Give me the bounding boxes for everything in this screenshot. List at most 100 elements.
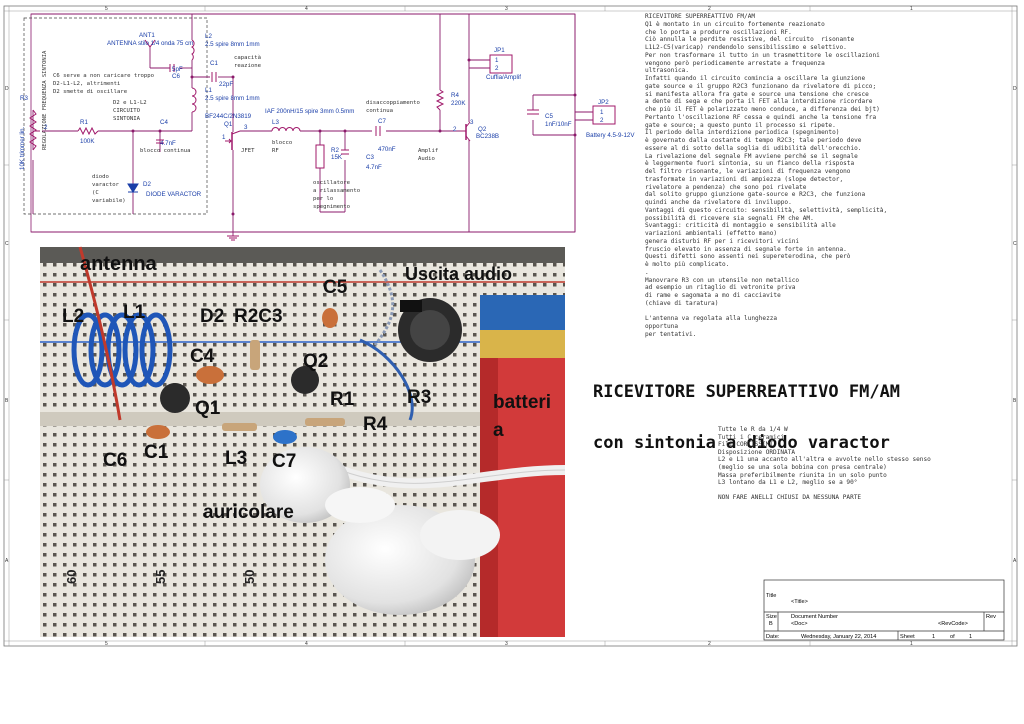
Q1-part: BF244C/2N3819 xyxy=(205,113,252,120)
R4-label: R4 xyxy=(451,92,459,99)
cap-reaction-1: capacità xyxy=(234,54,261,61)
JP2-pin2: 2 xyxy=(600,117,604,124)
R3-value: 10K trimmer lin. xyxy=(19,126,26,170)
tuning-dashed-box xyxy=(23,17,208,215)
L2-desc: 2.5 spire 8mm 1mm xyxy=(205,41,260,48)
Q1-label: Q1 xyxy=(224,121,233,128)
C1-value: 22pF xyxy=(219,81,233,88)
L2-label: L2 xyxy=(205,33,212,40)
C7-value: 470nF xyxy=(378,146,396,153)
dashed-box-label: REGOLAZIONE FREQUENZA SINTONIA xyxy=(42,50,48,150)
R4-value: 220K xyxy=(451,100,466,107)
C5-value: 1nF/10nF xyxy=(545,121,572,128)
photo-label-antenna: antenna xyxy=(80,253,158,275)
C4-label: C4 xyxy=(160,119,168,126)
L2-symbol xyxy=(190,39,195,61)
Q2-part: BC238B xyxy=(476,133,499,140)
R2-label: R2 xyxy=(331,147,339,154)
col-top-4: 4 xyxy=(305,6,308,12)
col-bottom-4: 4 xyxy=(305,641,308,647)
diode-note-4: variabile) xyxy=(92,198,126,204)
description-notes: RICEVITORE SUPERREATTIVO FM/AM Q1 è mont… xyxy=(645,13,888,338)
Q1-pin3: 3 xyxy=(244,124,248,131)
page-title-line-2: con sintonia a diodo varactor xyxy=(593,433,890,453)
tb-of-label: of xyxy=(950,634,955,640)
C3-label: C3 xyxy=(366,154,374,161)
C3-value: 4.7nF xyxy=(366,164,382,171)
C7-label: C7 xyxy=(378,118,386,125)
photo-label-L2: L2 xyxy=(62,306,84,327)
D2-desc: DIODE VARACTOR xyxy=(146,191,202,198)
C6-note-2: D2-L1-L2, altrimenti xyxy=(53,81,120,87)
ANT1-symbol xyxy=(144,39,156,48)
Q2-pin3: 3 xyxy=(470,119,474,126)
photo-label-C7: C7 xyxy=(272,451,296,472)
tb-rev-label: Rev xyxy=(986,614,996,620)
diode-note-3: (C xyxy=(92,190,99,196)
sheet-border xyxy=(3,5,1018,647)
col-bottom-1: 1 xyxy=(910,641,913,647)
tb-size-value: B xyxy=(769,621,773,627)
tb-title-value: <Title> xyxy=(791,599,808,605)
photo-row-55: 55 xyxy=(153,570,168,584)
JP1-pin1: 1 xyxy=(495,57,499,64)
tb-title-label: Title xyxy=(766,593,776,599)
row-left-B: B xyxy=(5,398,9,404)
col-bottom-5: 5 xyxy=(105,641,108,647)
circuit-note-3: SINTONIA xyxy=(113,116,141,122)
photo-label-Q2: Q2 xyxy=(303,351,328,372)
photo-label-L3: L3 xyxy=(225,448,247,469)
C5-label: C5 xyxy=(545,113,553,120)
L1-symbol xyxy=(191,87,197,113)
JP2-symbol xyxy=(592,105,616,125)
photo-label-L1: L1 xyxy=(123,302,146,323)
C6-note-3: D2 smette di oscillare xyxy=(53,89,128,95)
photo-label-uscita: Uscita audio xyxy=(405,264,512,284)
Q1-pin1: 1 xyxy=(222,134,226,141)
photo-label-C6: C6 xyxy=(103,450,127,471)
photo-label-R4: R4 xyxy=(363,414,388,435)
col-top-2: 2 xyxy=(708,6,711,12)
photo-label-D2: D2 xyxy=(200,306,224,327)
photo-label-C4: C4 xyxy=(190,346,215,367)
osc-note-4: spegnimento xyxy=(313,204,350,210)
JP2-label: JP2 xyxy=(598,99,609,106)
col-top-1: 1 xyxy=(910,6,913,12)
photo-label-batteria-1: batteri xyxy=(493,392,551,413)
tb-doc-label: Document Number xyxy=(791,614,838,620)
photo-label-R2C3: R2C3 xyxy=(234,306,283,327)
col-top-5: 5 xyxy=(105,6,108,12)
tb-date-value: Wednesday, January 22, 2014 xyxy=(801,634,876,640)
photo-label-auricolare: auricolare xyxy=(203,502,294,523)
osc-note-2: a rilassamento xyxy=(313,188,360,194)
osc-note-3: per lo xyxy=(313,196,333,202)
breadboard-photo xyxy=(40,246,566,637)
R3-pin: 2 xyxy=(44,124,48,131)
Q2-pin2: 2 xyxy=(453,126,457,133)
row-left-D: D xyxy=(5,86,9,92)
R1-label: R1 xyxy=(80,119,88,126)
photo-label-Q1: Q1 xyxy=(195,398,221,419)
row-left-A: A xyxy=(5,558,9,564)
diode-note-2: varactor xyxy=(92,182,120,188)
row-right-A: A xyxy=(1013,558,1017,564)
jfet-label: JFET xyxy=(241,148,255,154)
decoupling-1: disaccoppiamento xyxy=(366,100,420,106)
circuit-note-2: CIRCUITO xyxy=(113,108,141,114)
components xyxy=(29,39,616,241)
circuit-note-1: D2 e L1-L2 xyxy=(113,100,147,106)
JP1-label: JP1 xyxy=(494,47,505,54)
col-bottom-3: 3 xyxy=(505,641,508,647)
photo-row-50: 50 xyxy=(242,570,257,584)
JP2-desc: Battery 4.5-9-12V xyxy=(586,132,635,139)
row-left-C: C xyxy=(5,241,9,247)
R4-symbol xyxy=(435,89,445,111)
L1-desc: 2.5 spire 8mm 1mm xyxy=(205,95,260,102)
osc-note-1: oscillatore xyxy=(313,180,351,186)
Q2-label: Q2 xyxy=(478,126,487,133)
R2-symbol xyxy=(315,144,325,169)
page-title-line-1: RICEVITORE SUPERREATTIVO FM/AM xyxy=(593,382,901,402)
photo-label-R3: R3 xyxy=(407,387,431,408)
D2-symbol xyxy=(127,183,139,193)
wires xyxy=(31,13,593,236)
